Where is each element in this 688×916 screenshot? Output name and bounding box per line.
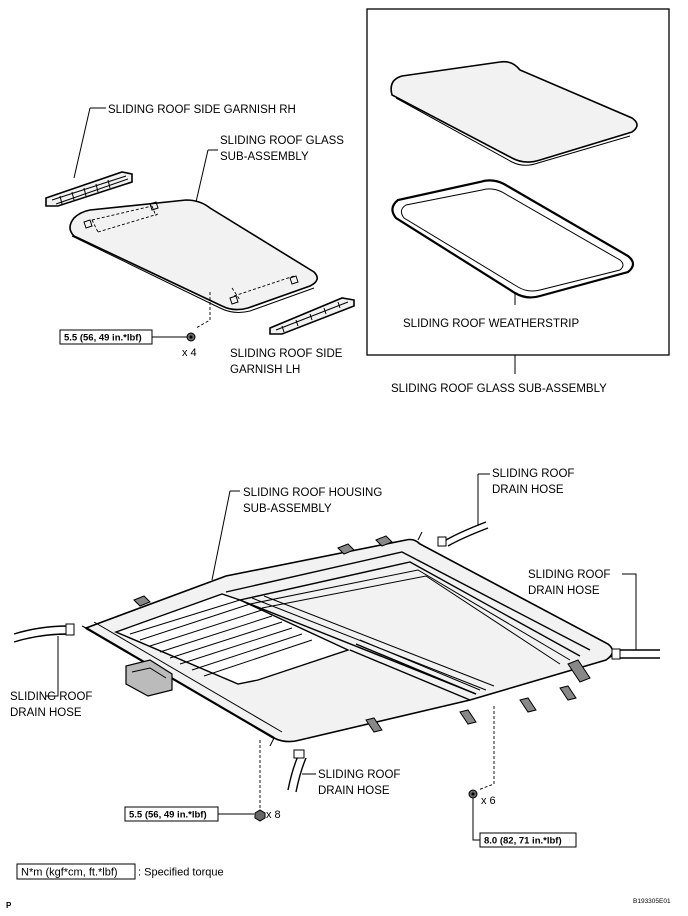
glass-label-line1: SLIDING ROOF GLASS (220, 135, 344, 147)
drain-hose-front-center (287, 749, 307, 793)
drain-hose-front-center-label-line2: DRAIN HOSE (318, 785, 390, 797)
sliding-roof-glass-panel (69, 199, 318, 313)
sliding-roof-housing (81, 531, 614, 747)
glass-bolt-torque-value: 5.5 (56, 49 in.*lbf) (64, 333, 142, 344)
housing-nut-quantity: x 8 (266, 809, 281, 821)
housing-bolt-torque-value: 8.0 (82, 71 in.*lbf) (484, 836, 562, 847)
drain-hose-rear-right (437, 521, 489, 547)
legend-torque-unit: N*m (kgf*cm, ft.*lbf) (21, 867, 118, 879)
side-garnish-lh (269, 297, 355, 335)
garnish-lh-label-line2: GARNISH LH (230, 364, 300, 376)
side-garnish-rh (45, 171, 133, 207)
glass-label-line2: SUB-ASSEMBLY (220, 151, 309, 163)
housing-label-line1: SLIDING ROOF HOUSING (243, 487, 382, 499)
weatherstrip-label: SLIDING ROOF WEATHERSTRIP (403, 318, 579, 330)
housing-nut-torque-value: 5.5 (56, 49 in.*lbf) (129, 810, 207, 821)
drain-hose-front-center-label-line1: SLIDING ROOF (318, 769, 400, 781)
glass-sub-assembly-inset-frame (366, 8, 670, 356)
footer-figure-code: B193305E01 (633, 898, 671, 905)
garnish-rh-label: SLIDING ROOF SIDE GARNISH RH (108, 104, 296, 116)
housing-bolt-icon (468, 789, 478, 799)
glass-bolt-torque-box (59, 329, 153, 345)
drain-hose-left-label-line1: SLIDING ROOF (10, 691, 92, 703)
footer-page-letter: P (6, 901, 12, 910)
housing-nut-torque-box (124, 806, 219, 822)
garnish-lh-label-line1: SLIDING ROOF SIDE (230, 348, 343, 360)
housing-bolt-torque-box (479, 832, 577, 848)
drain-hose-front-right (611, 648, 660, 660)
drain-hose-front-right-label-line2: DRAIN HOSE (528, 585, 600, 597)
inset-sliding-roof-glass (390, 60, 638, 166)
drain-hose-left (13, 623, 75, 643)
drain-hose-rear-right-label-line1: SLIDING ROOF (492, 468, 574, 480)
drain-hose-front-right-label-line1: SLIDING ROOF (528, 569, 610, 581)
glass-sub-assembly-caption: SLIDING ROOF GLASS SUB-ASSEMBLY (391, 383, 607, 395)
inset-sliding-roof-weatherstrip (391, 179, 635, 299)
drain-hose-left-label-line2: DRAIN HOSE (10, 707, 82, 719)
legend-torque-box (16, 863, 136, 880)
legend-torque-text: : Specified torque (138, 867, 224, 879)
housing-bolt-quantity: x 6 (481, 795, 496, 807)
glass-bolt-icon (186, 332, 196, 342)
drain-hose-rear-right-label-line2: DRAIN HOSE (492, 484, 564, 496)
housing-nut-icon (254, 809, 266, 822)
glass-bolt-quantity: x 4 (182, 347, 197, 359)
housing-label-line2: SUB-ASSEMBLY (243, 503, 332, 515)
